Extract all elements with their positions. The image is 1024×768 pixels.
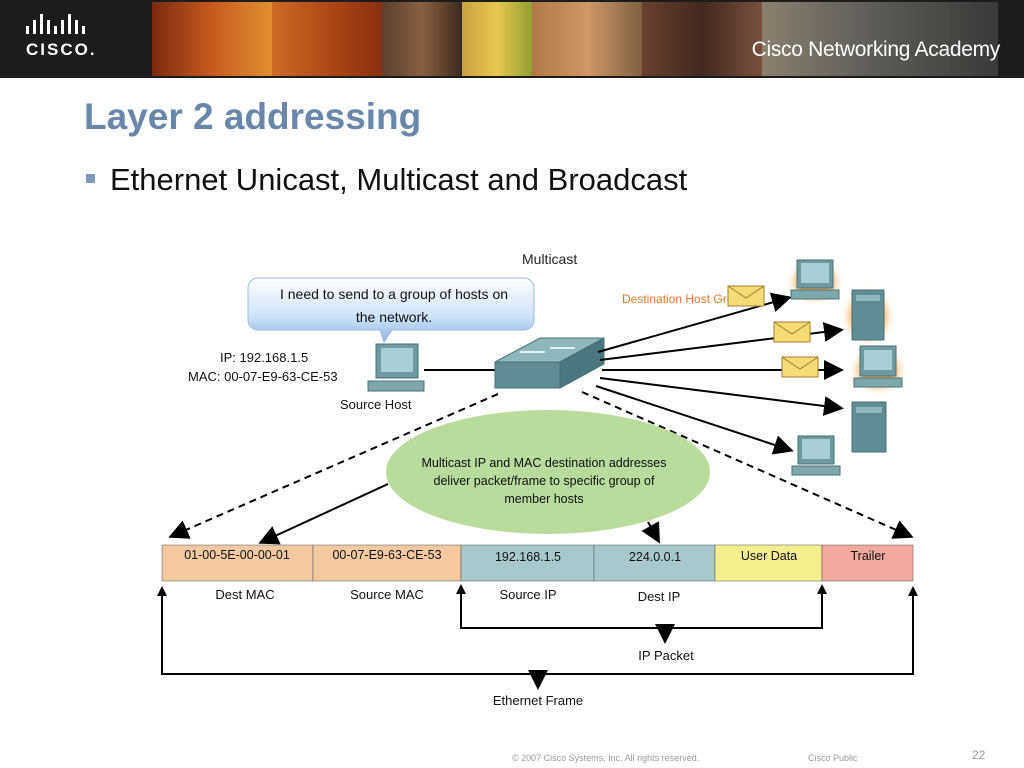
envelope-icon-1 [727, 285, 765, 307]
frame-cell-bg [460, 544, 595, 582]
header-banner: CISCO. Cisco Networking Academy [0, 0, 1024, 78]
label-source-ip: Source IP [499, 587, 556, 602]
label-dest-mac: Dest MAC [215, 587, 274, 602]
speech-line-1: I need to send to a group of hosts on [280, 286, 508, 302]
dest-computer-icon-2 [848, 344, 908, 396]
source-ip: IP: 192.168.1.5 [220, 350, 308, 365]
ethernet-frame-bracket [161, 590, 914, 690]
envelope-icon-3 [781, 356, 819, 378]
banner-photo-5 [532, 2, 642, 76]
destination-group-label: Destination Host Group [622, 292, 747, 306]
speech-line-2: the network. [356, 309, 432, 325]
page-number: 22 [972, 748, 986, 762]
cloud-line-1: Multicast IP and MAC destination address… [421, 456, 666, 470]
cloud-line-2: deliver packet/frame to specific group o… [434, 474, 655, 488]
banner-photo-3 [382, 2, 462, 76]
frame-row: 01-00-5E-00-00-01 00-07-E9-63-CE-53 192.… [161, 544, 914, 582]
envelope-icon-2 [773, 321, 811, 343]
ethernet-frame-label: Ethernet Frame [493, 693, 583, 708]
slide-title: Layer 2 addressing [84, 96, 422, 137]
banner-photo-2 [272, 2, 382, 76]
frame-cell-bg [821, 544, 914, 582]
switch-icon [494, 337, 605, 389]
cloud-line-3: member hosts [504, 492, 583, 506]
frame-cell-source-mac-value: 00-07-E9-63-CE-53 [332, 548, 441, 562]
frame-cell-bg [161, 544, 314, 582]
source-host-label: Source Host [340, 397, 412, 412]
frame-cell-trailer: Trailer [851, 549, 886, 563]
dest-server-icon-1 [840, 284, 896, 348]
arrow-to-dest-mac [258, 483, 389, 545]
ip-bracket-arrowhead-right [817, 584, 827, 594]
ip-bracket-arrowhead-left [456, 584, 466, 594]
dest-computer-icon-3 [791, 435, 841, 476]
source-mac: MAC: 00-07-E9-63-CE-53 [188, 369, 338, 384]
multicast-diagram: Multicast I need to send to a group of h… [157, 251, 918, 708]
banner-photo-4 [462, 2, 532, 76]
info-cloud: Multicast IP and MAC destination address… [386, 410, 710, 534]
frame-cell-bg [714, 544, 823, 582]
eth-bracket-arrowhead-right [908, 586, 918, 596]
academy-title: Cisco Networking Academy [751, 38, 1001, 61]
label-dest-ip: Dest IP [638, 589, 681, 604]
cisco-logo-text: CISCO. [26, 40, 97, 59]
frame-cell-dest-ip-value: 224.0.0.1 [629, 550, 681, 564]
ip-packet-label: IP Packet [638, 648, 694, 663]
multicast-label: Multicast [522, 251, 577, 267]
footer-classification: Cisco Public [808, 753, 858, 763]
label-source-mac: Source MAC [350, 587, 424, 602]
frame-cell-dest-mac-value: 01-00-5E-00-00-01 [184, 548, 290, 562]
ip-packet-bracket [460, 588, 823, 644]
frame-cell-bg [312, 544, 462, 582]
dest-computer-icon-1 [785, 258, 845, 306]
dest-server-icon-2 [851, 401, 887, 453]
banner-photo-1 [152, 2, 272, 76]
frame-cell-source-ip-value: 192.168.1.5 [495, 550, 561, 564]
arrow-to-dest-ip [641, 521, 660, 544]
bullet-square-icon [86, 174, 95, 183]
banner-photo-7 [762, 2, 998, 76]
cisco-logo-icon [26, 14, 85, 34]
slide-bullet: Ethernet Unicast, Multicast and Broadcas… [110, 162, 688, 197]
frame-cell-bg [593, 544, 716, 582]
banner-photo-6 [642, 2, 762, 76]
footer-copyright: © 2007 Cisco Systems, Inc. All rights re… [512, 753, 700, 763]
source-host-computer-icon [367, 343, 425, 392]
speech-bubble: I need to send to a group of hosts on th… [247, 277, 535, 344]
eth-bracket-arrowhead-left [157, 586, 167, 596]
frame-cell-user-data: User Data [741, 549, 797, 563]
